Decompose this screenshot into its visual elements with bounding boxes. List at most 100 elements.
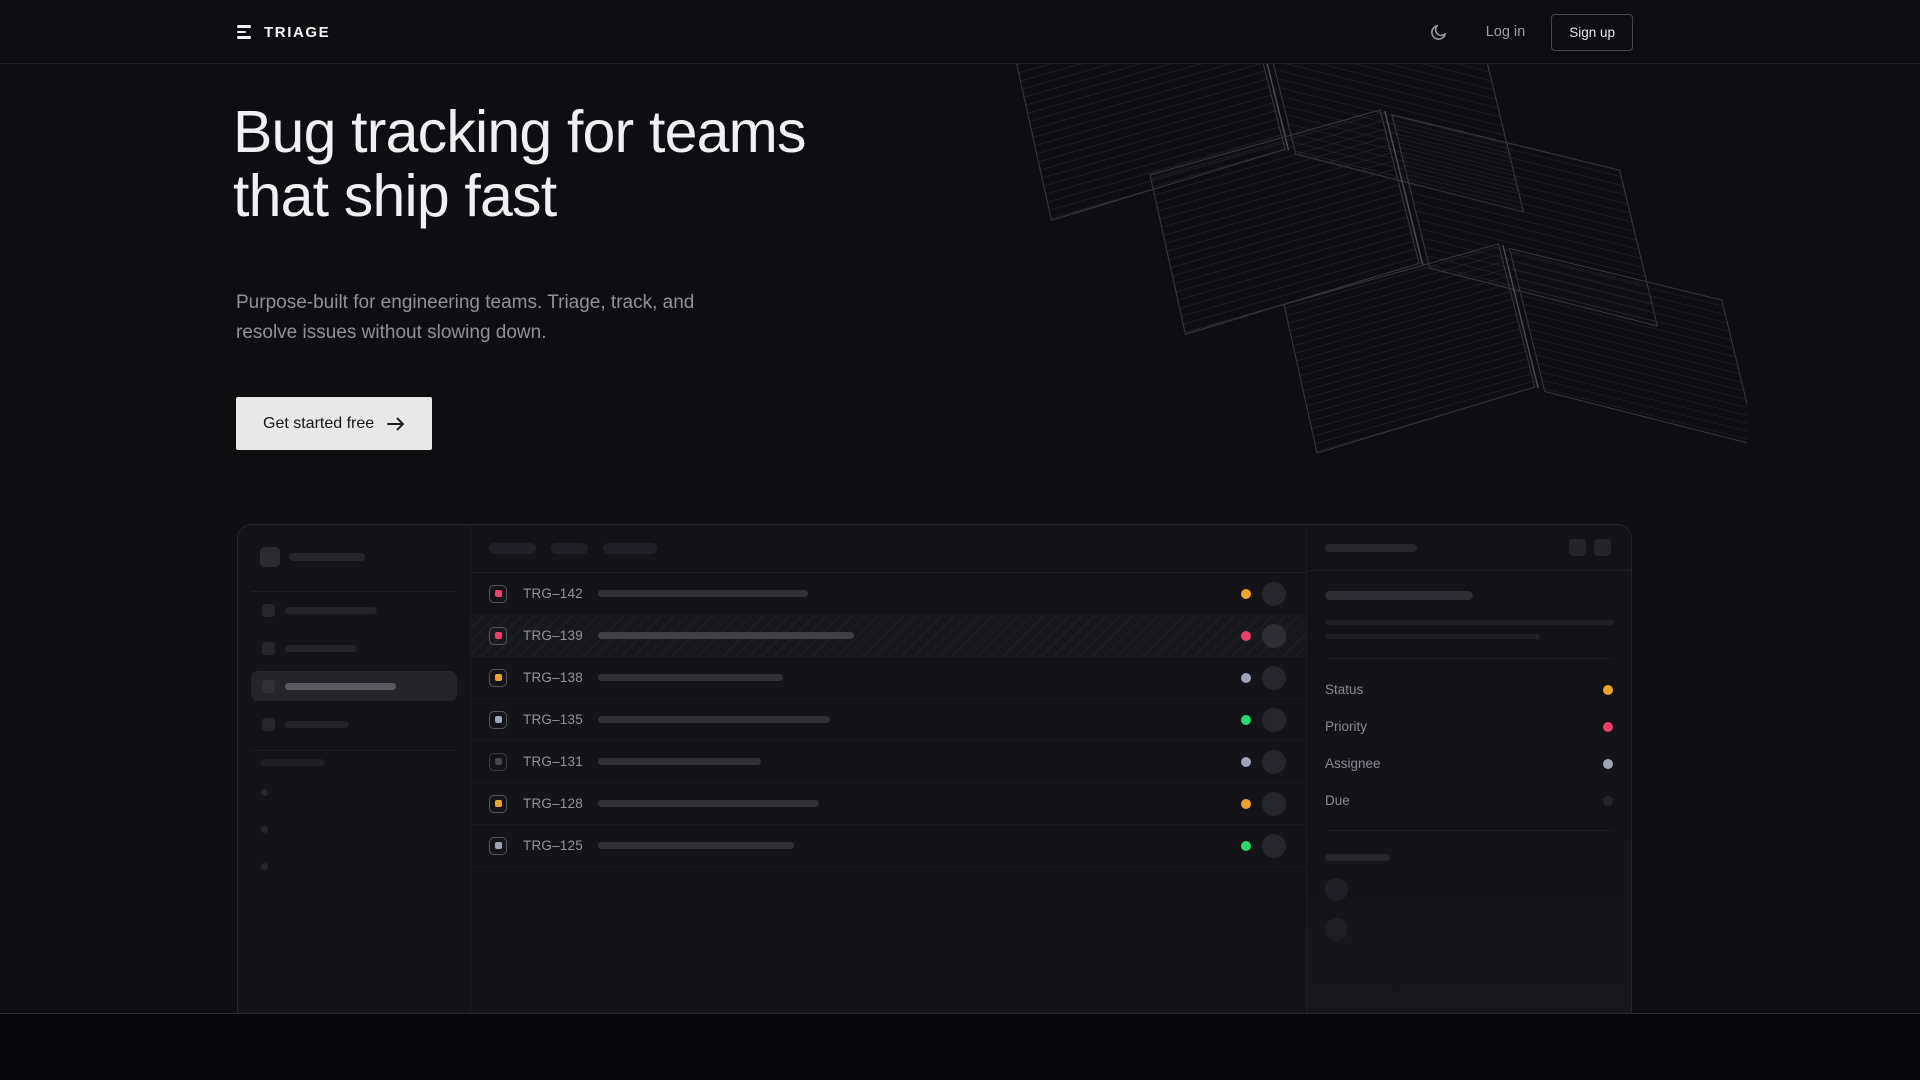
issue-list-pane: TRG–142 TRG–139 TRG–138 TRG–135 TRG–131 — [471, 525, 1306, 1014]
hero-subtitle: Purpose-built for engineering teams. Tri… — [236, 292, 695, 343]
issue-id: TRG–128 — [523, 796, 583, 811]
site-header: TRIAGE Log in Sign up — [0, 0, 1920, 64]
list-dot-skeleton — [261, 789, 268, 796]
issue-rows: TRG–142 TRG–139 TRG–138 TRG–135 TRG–131 — [471, 573, 1306, 867]
detail-action-skeleton — [1594, 539, 1611, 556]
field-value-dot — [1603, 758, 1613, 769]
issue-type-icon — [489, 752, 507, 771]
get-started-button[interactable]: Get started free — [236, 397, 433, 450]
get-started-label: Get started free — [263, 414, 375, 432]
issue-row: TRG–138 — [471, 657, 1306, 699]
issue-title-skeleton — [598, 632, 854, 639]
issue-title-skeleton — [598, 800, 819, 807]
issue-title-skeleton — [598, 716, 830, 723]
detail-action-skeleton — [1569, 539, 1586, 556]
brand[interactable]: TRIAGE — [237, 24, 330, 41]
page-footer — [0, 1014, 1920, 1080]
field-label: Assignee — [1325, 756, 1381, 771]
filter-pill-skeleton — [551, 543, 588, 554]
workspace-name-skeleton — [289, 553, 365, 561]
issue-type-icon — [489, 794, 507, 813]
issue-title-skeleton — [598, 590, 808, 597]
field-value-dot — [1603, 795, 1613, 806]
comment-avatar-skeleton — [1325, 878, 1348, 901]
mockup-sidebar — [238, 525, 471, 1014]
field-value-dot — [1603, 684, 1613, 695]
issue-type-icon — [489, 710, 507, 729]
issue-id: TRG–138 — [523, 670, 583, 685]
issue-detail-pane: Status Priority Assignee Due — [1306, 525, 1631, 1014]
nav-item-skeleton — [251, 595, 457, 625]
issue-row: TRG–125 — [471, 825, 1306, 867]
issue-title-skeleton — [598, 758, 761, 765]
field-label: Due — [1325, 793, 1350, 808]
description-line-skeleton — [1325, 634, 1540, 639]
issue-list-header — [471, 525, 1306, 573]
issue-title-skeleton — [1325, 591, 1473, 600]
assignee-avatar-skeleton — [1262, 791, 1286, 816]
issue-row: TRG–135 — [471, 699, 1306, 741]
login-link[interactable]: Log in — [1485, 24, 1526, 40]
issue-row: TRG–128 — [471, 783, 1306, 825]
issue-row: TRG–139 — [471, 615, 1306, 657]
comment-avatar-skeleton — [1325, 918, 1348, 941]
status-dot — [1241, 756, 1251, 767]
issue-title-skeleton — [598, 842, 794, 849]
issue-type-icon — [489, 584, 507, 603]
sidebar-divider — [251, 750, 457, 751]
nav-item-skeleton-active — [251, 671, 457, 701]
assignee-avatar-skeleton — [1262, 623, 1286, 648]
section-divider — [0, 1013, 1920, 1014]
moon-icon — [1430, 24, 1446, 40]
detail-field-row: Status — [1325, 671, 1613, 708]
detail-field-row: Assignee — [1325, 745, 1613, 782]
triage-logo-icon — [237, 25, 251, 39]
filter-pill-skeleton — [489, 543, 536, 554]
issue-id: TRG–139 — [523, 628, 583, 643]
issue-row: TRG–142 — [471, 573, 1306, 615]
issue-id: TRG–135 — [523, 712, 583, 727]
issue-type-icon — [489, 626, 507, 645]
app-preview-mockup: TRG–142 TRG–139 TRG–138 TRG–135 TRG–131 — [237, 524, 1632, 1014]
list-dot-skeleton — [261, 826, 268, 833]
assignee-avatar-skeleton — [1262, 581, 1286, 606]
status-dot — [1241, 840, 1251, 851]
status-dot — [1241, 798, 1251, 809]
signup-button[interactable]: Sign up — [1551, 13, 1633, 51]
description-line-skeleton — [1325, 620, 1614, 625]
nav-item-skeleton — [251, 633, 457, 663]
assignee-avatar-skeleton — [1262, 707, 1286, 732]
field-label: Priority — [1325, 719, 1368, 734]
arrow-right-icon — [387, 417, 405, 430]
issue-id: TRG–125 — [523, 838, 583, 853]
issue-title-skeleton — [598, 674, 783, 681]
issue-id: TRG–131 — [523, 754, 583, 769]
section-label-skeleton — [260, 759, 325, 766]
detail-divider — [1325, 830, 1613, 831]
status-dot — [1241, 630, 1251, 641]
assignee-avatar-skeleton — [1262, 749, 1286, 774]
assignee-avatar-skeleton — [1262, 665, 1286, 690]
issue-row: TRG–131 — [471, 741, 1306, 783]
brand-name: TRIAGE — [264, 23, 331, 41]
detail-fields: Status Priority Assignee Due — [1325, 671, 1613, 819]
theme-toggle-button[interactable] — [1429, 23, 1448, 42]
filter-pill-skeleton — [603, 543, 657, 554]
field-value-dot — [1603, 721, 1613, 732]
hero-title-line1: Bug tracking for teams — [233, 99, 806, 165]
detail-divider — [1325, 658, 1613, 659]
issue-type-icon — [489, 668, 507, 687]
status-dot — [1241, 672, 1251, 683]
workspace-switcher-skeleton — [260, 547, 365, 567]
wireframe-decoration — [1015, 56, 1747, 454]
issue-type-icon — [489, 836, 507, 855]
detail-field-row: Priority — [1325, 708, 1613, 745]
field-label: Status — [1325, 682, 1364, 697]
sidebar-divider — [251, 591, 457, 592]
workspace-logo-skeleton — [260, 547, 280, 567]
list-dot-skeleton — [261, 863, 268, 870]
nav-item-skeleton — [251, 709, 457, 739]
sidebar-nav-skeleton — [251, 595, 457, 747]
